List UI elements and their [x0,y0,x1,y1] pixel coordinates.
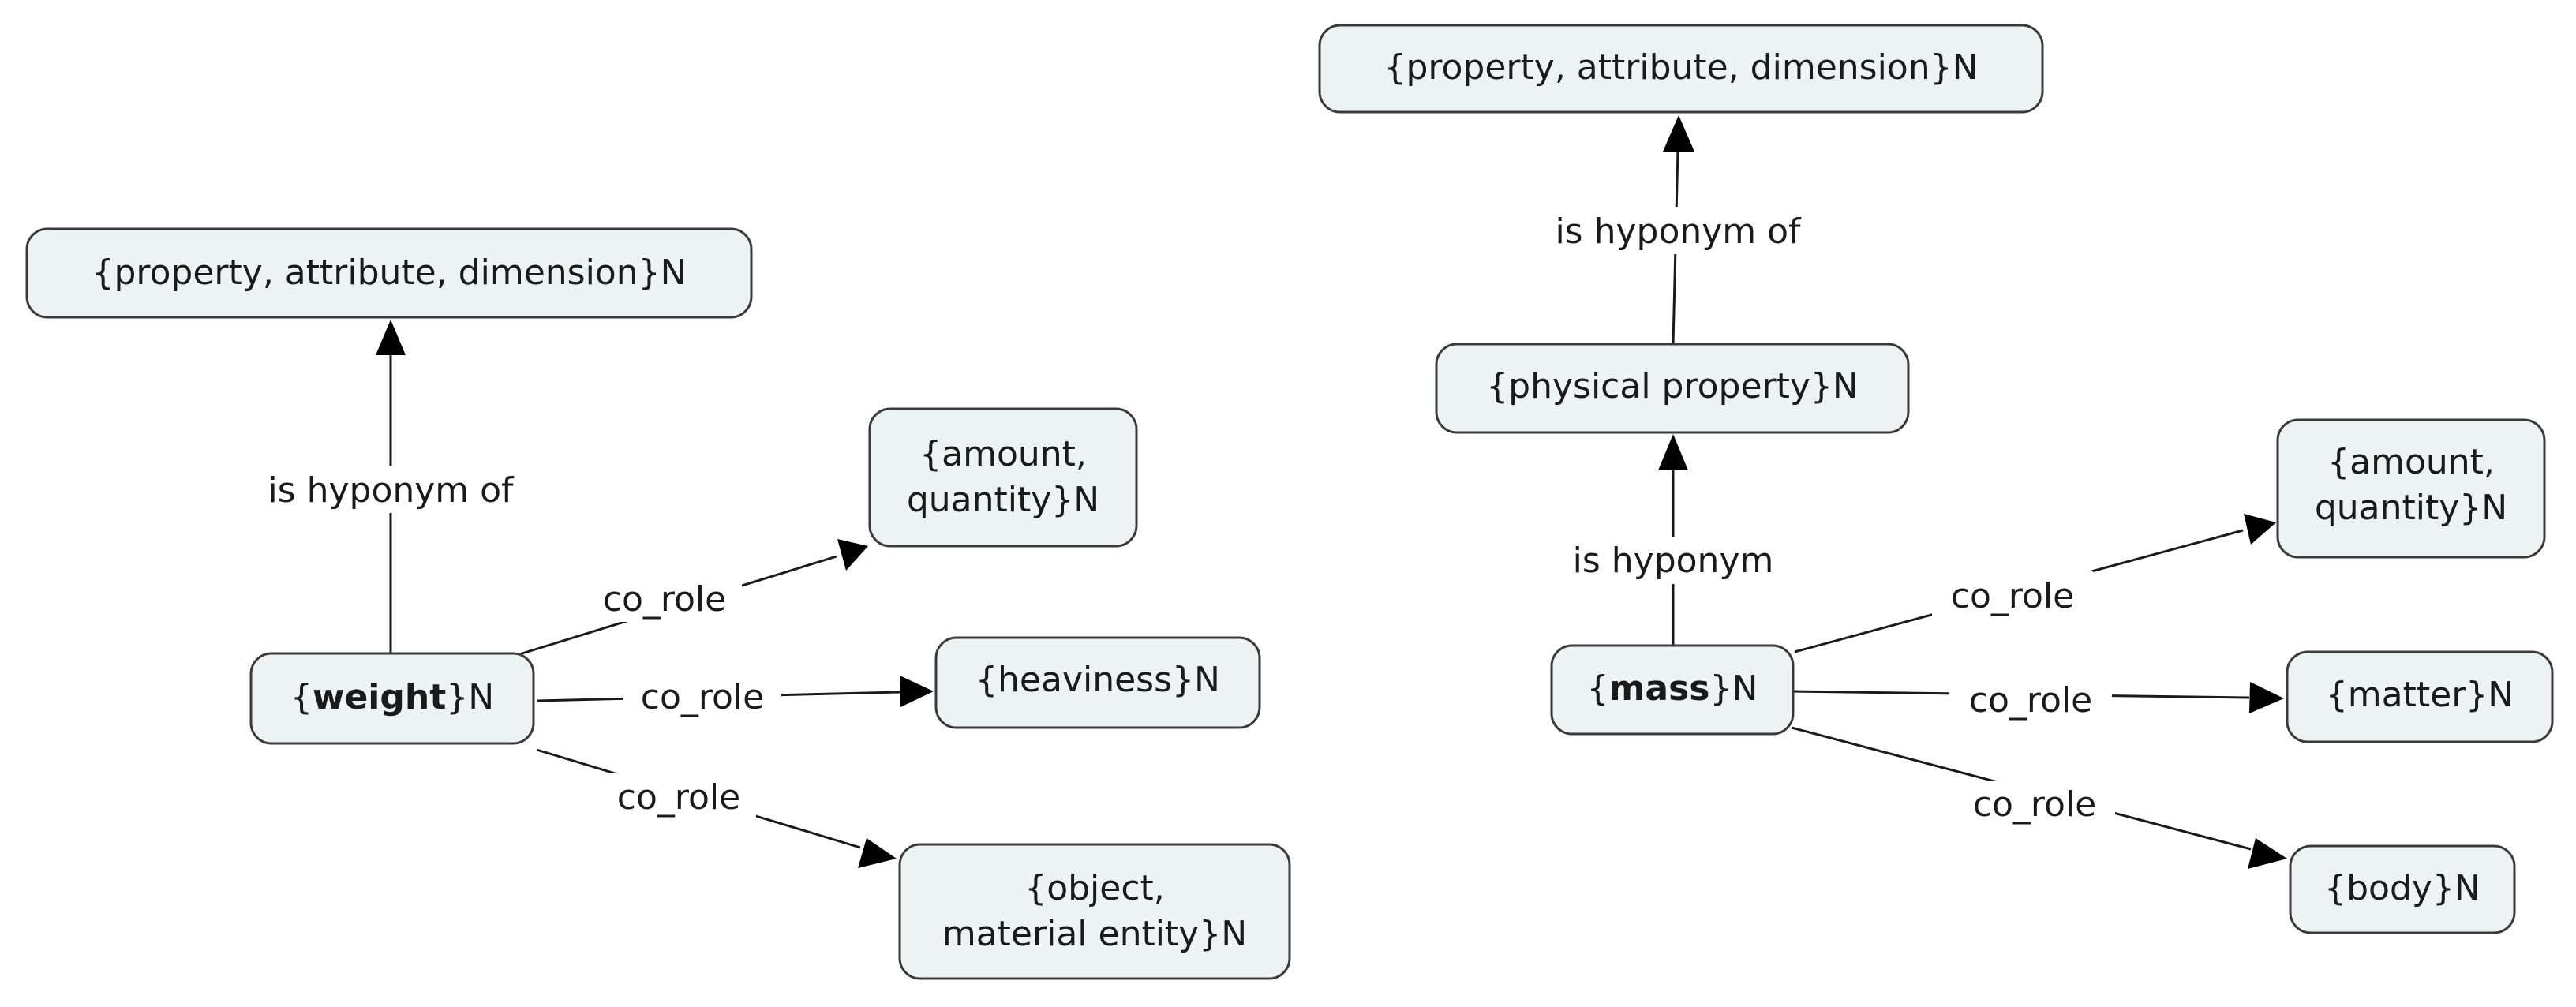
left-node-amount-line1: {amount, [919,434,1087,474]
left-concept-map: is hyponym of co_role co_role co_role {p… [25,227,1291,980]
right-corole-label-amount: co_role [1951,576,2074,616]
right-node-matter[interactable]: {matter}N [2286,650,2554,743]
right-concept-map: is hyponym of is hyponym co_role co_role [1318,24,2554,934]
right-top-hyponym-arrow [1663,115,1694,152]
left-corole-label-heaviness: co_role [641,677,764,717]
right-node-matter-label: {matter}N [2326,675,2514,715]
left-hyponym-link: is hyponym of [251,320,530,653]
mass-term: mass [1609,668,1710,709]
left-node-property[interactable]: {property, attribute, dimension}N [25,227,753,319]
left-node-amount-quantity[interactable]: {amount, quantity}N [868,407,1138,548]
right-node-body-label: {body}N [2324,868,2481,908]
right-top-hyponym-link: is hyponym of [1534,115,1822,345]
left-node-amount-line2: quantity}N [907,480,1099,520]
right-node-amount-line1: {amount, [2327,442,2495,482]
right-node-amount-line2: quantity}N [2315,488,2507,528]
right-node-mass-label: {mass}N [1587,668,1758,709]
left-node-object-material-entity[interactable]: {object, material entity}N [898,843,1291,980]
right-corole-link-body: co_role [1791,726,2287,869]
left-corole-link-heaviness: co_role [536,673,934,721]
right-corole-label-body: co_role [1973,784,2096,825]
right-corole-arrow-body [2248,838,2287,869]
mass-close: }N [1710,668,1758,709]
right-node-mass[interactable]: {mass}N [1550,644,1795,736]
left-node-object-line2: material entity}N [942,914,1247,954]
left-corole-label-amount: co_role [603,579,726,620]
right-node-property[interactable]: {property, attribute, dimension}N [1318,24,2044,114]
right-node-physical-property[interactable]: {physical property}N [1435,343,1910,434]
right-corole-link-matter: co_role [1791,676,2284,723]
right-node-property-label: {property, attribute, dimension}N [1383,47,1978,88]
left-node-object-line1: {object, [1024,868,1165,908]
left-corole-arrow-amount [837,539,868,571]
left-node-weight-label: {weight}N [290,677,494,717]
right-corole-label-matter: co_role [1969,680,2092,721]
right-mid-hyponym-label: is hyponym [1573,541,1774,581]
left-corole-label-object: co_role [617,777,740,818]
left-corole-link-object: co_role [536,748,897,868]
weight-term: weight [313,677,446,717]
left-node-heaviness-label: {heaviness}N [975,660,1220,700]
right-node-body[interactable]: {body}N [2289,844,2516,934]
right-mid-hyponym-link: is hyponym [1553,434,1793,646]
right-corole-arrow-matter [2249,682,2284,713]
left-corole-arrow-heaviness [900,676,934,707]
right-corole-arrow-amount [2244,514,2276,545]
right-top-hyponym-label: is hyponym of [1555,212,1802,252]
weight-close: }N [446,677,494,717]
right-node-physical-property-label: {physical property}N [1486,366,1859,406]
left-corole-arrow-object [858,838,897,868]
mass-open-brace: { [1587,668,1609,709]
left-hyponym-label: is hyponym of [268,470,515,511]
left-node-weight[interactable]: {weight}N [249,652,535,745]
left-hyponym-arrow [376,320,406,355]
right-corole-link-amount: co_role [1794,514,2276,653]
right-node-amount-quantity[interactable]: {amount, quantity}N [2276,418,2546,559]
left-node-property-label: {property, attribute, dimension}N [92,253,686,293]
left-node-heaviness[interactable]: {heaviness}N [934,636,1261,729]
right-mid-hyponym-arrow [1658,434,1688,470]
left-corole-link-amount: co_role [516,539,868,657]
weight-open-brace: { [290,677,313,717]
